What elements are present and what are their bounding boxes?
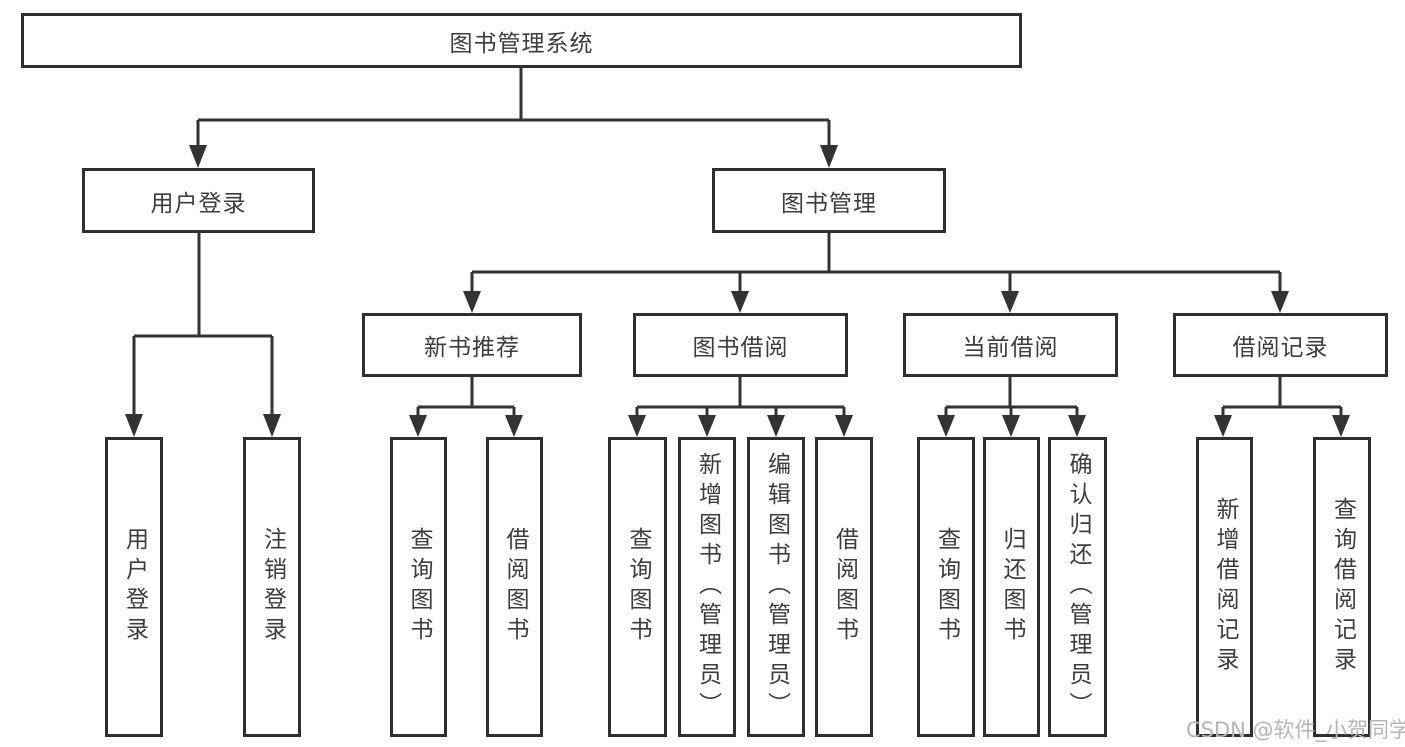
leaf-confirm-return-admin-label: 确认归还（管理员） <box>1065 452 1091 722</box>
leaf-query-books-1: 查询图书 <box>390 437 447 737</box>
leaf-borrow-books-1-label: 借阅图书 <box>502 527 528 647</box>
node-borrowing-records-label: 借阅记录 <box>1232 335 1329 361</box>
leaf-return-book-label: 归还图书 <box>999 527 1025 647</box>
leaf-query-books-3-label: 查询图书 <box>933 527 960 647</box>
node-book-management-label: 图书管理 <box>781 190 877 217</box>
leaf-borrow-books-2-label: 借阅图书 <box>831 527 858 647</box>
leaf-query-borrow-record-label: 查询借阅记录 <box>1329 497 1356 677</box>
node-new-book-recommend-label: 新书推荐 <box>424 335 520 361</box>
leaf-query-borrow-record: 查询借阅记录 <box>1313 437 1371 737</box>
leaf-logout: 注销登录 <box>243 437 301 737</box>
node-root: 图书管理系统 <box>21 13 1022 68</box>
leaf-return-book: 归还图书 <box>983 437 1040 737</box>
leaf-query-books-1-label: 查询图书 <box>406 527 432 647</box>
node-book-borrowing-label: 图书借阅 <box>692 335 789 361</box>
watermark-text: CSDN @软件_小贺同学 <box>1186 718 1405 742</box>
node-current-borrowing: 当前借阅 <box>903 313 1118 377</box>
leaf-edit-book-admin: 编辑图书（管理员） <box>747 437 805 737</box>
leaf-query-books-3: 查询图书 <box>917 437 975 737</box>
leaf-add-borrow-record-label: 新增借阅记录 <box>1212 497 1238 677</box>
node-book-management: 图书管理 <box>712 168 946 233</box>
node-root-label: 图书管理系统 <box>449 30 594 57</box>
node-borrowing-records: 借阅记录 <box>1173 313 1388 377</box>
leaf-logout-label: 注销登录 <box>259 527 286 647</box>
leaf-confirm-return-admin: 确认归还（管理员） <box>1048 437 1107 737</box>
leaf-query-books-2: 查询图书 <box>608 437 667 737</box>
node-book-borrowing: 图书借阅 <box>633 313 848 377</box>
leaf-borrow-books-2: 借阅图书 <box>815 437 873 737</box>
leaf-add-borrow-record: 新增借阅记录 <box>1196 437 1253 737</box>
leaf-edit-book-admin-label: 编辑图书（管理员） <box>763 452 790 722</box>
leaf-add-book-admin: 新增图书（管理员） <box>678 437 736 737</box>
node-user-login: 用户登录 <box>82 168 315 233</box>
leaf-add-book-admin-label: 新增图书（管理员） <box>694 452 721 722</box>
node-user-login-label: 用户登录 <box>150 190 247 217</box>
node-current-borrowing-label: 当前借阅 <box>962 335 1059 361</box>
leaf-borrow-books-1: 借阅图书 <box>486 437 543 737</box>
node-new-book-recommend: 新书推荐 <box>362 313 582 377</box>
leaf-user-login: 用户登录 <box>105 437 163 737</box>
leaf-user-login-label: 用户登录 <box>121 527 148 647</box>
leaf-query-books-2-label: 查询图书 <box>625 527 651 647</box>
